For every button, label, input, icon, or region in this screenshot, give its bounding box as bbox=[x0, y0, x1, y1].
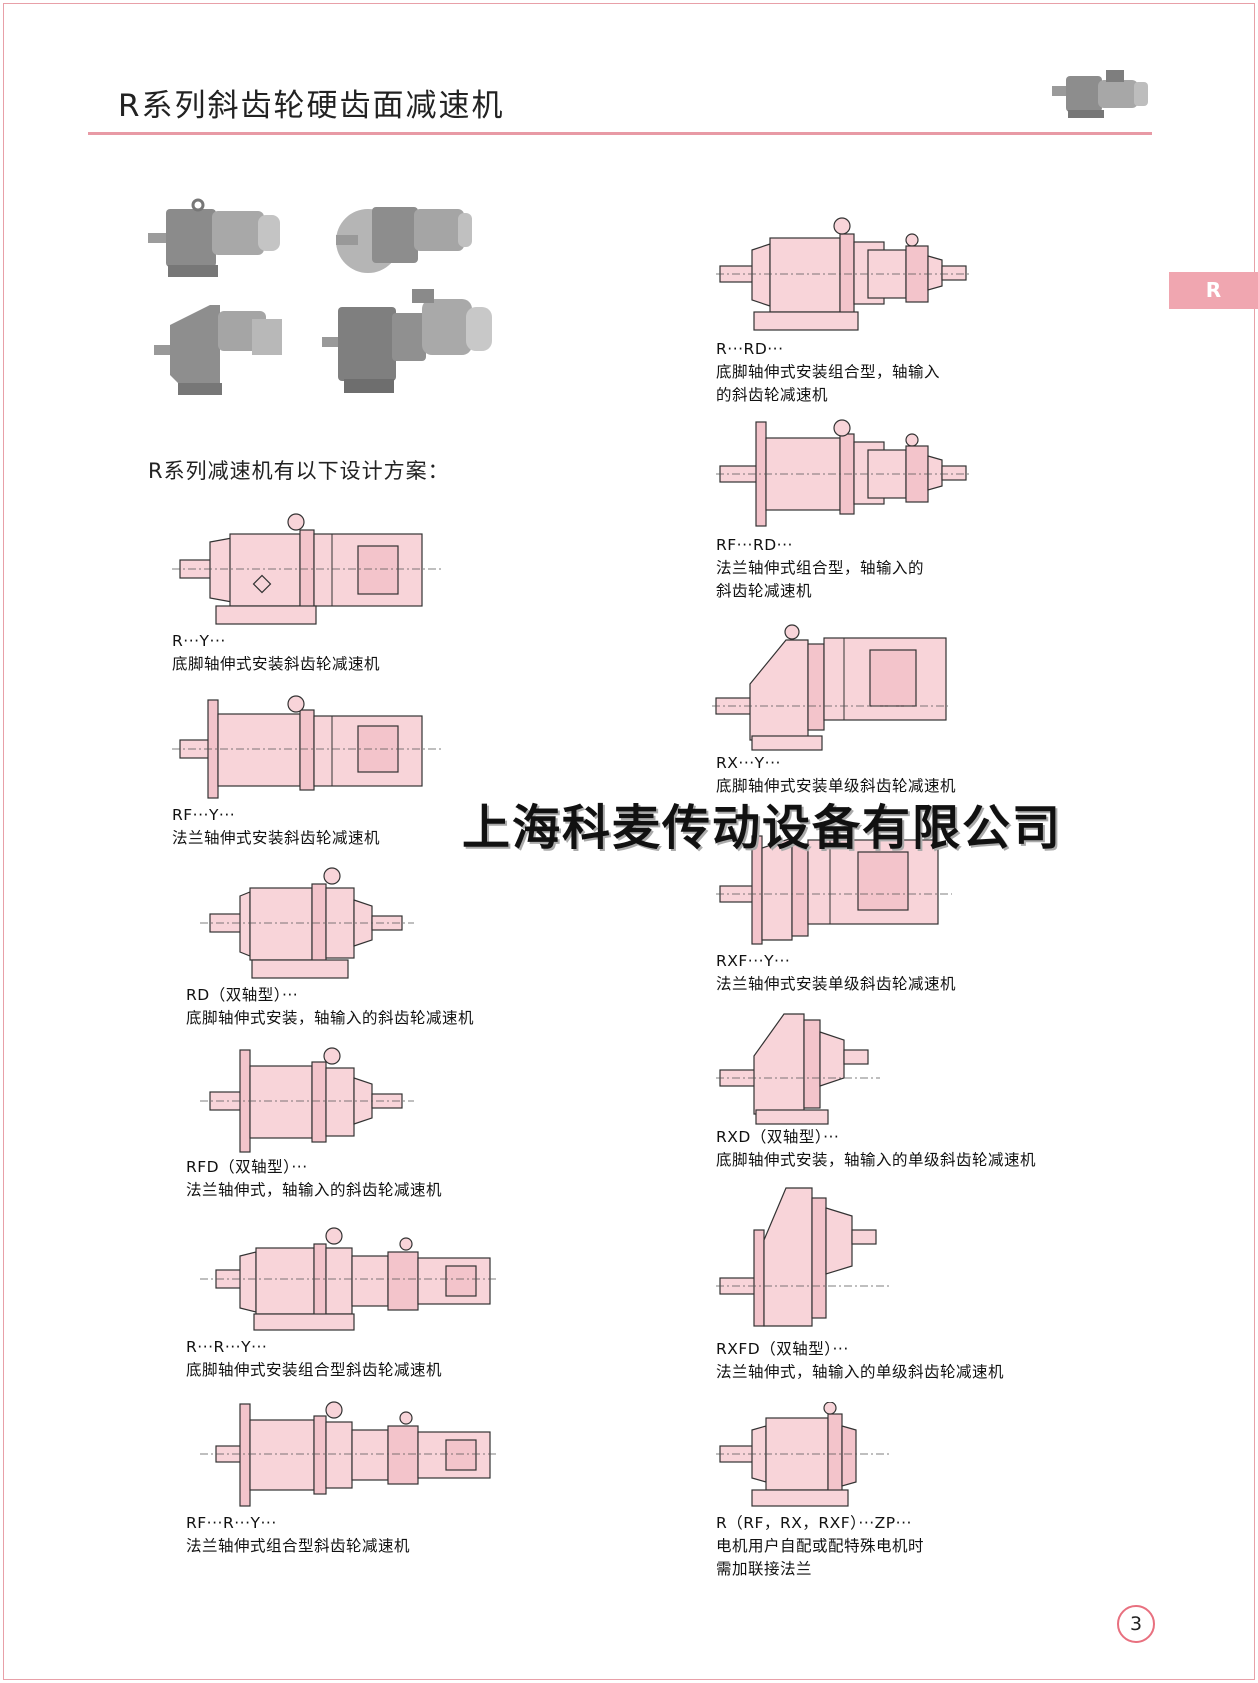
section-tab[interactable]: R bbox=[1169, 272, 1258, 309]
diagram-rx-y bbox=[712, 624, 948, 751]
caption-desc: 法兰轴伸式安装斜齿轮减速机 bbox=[172, 829, 381, 847]
caption-code: RFD（双轴型）··· bbox=[186, 1158, 308, 1176]
design-rf-r-y: RF···R···Y··· 法兰轴伸式组合型斜齿轮减速机 bbox=[186, 1400, 500, 1558]
diagram-r-y bbox=[172, 513, 442, 625]
diagram-rxfd bbox=[716, 1187, 892, 1327]
caption-code: RX···Y··· bbox=[716, 754, 781, 772]
design-rfd: RFD（双轴型）··· 法兰轴伸式，轴输入的斜齿轮减速机 bbox=[186, 1046, 442, 1202]
caption-desc: 底脚轴伸式安装组合型，轴输入 bbox=[716, 363, 941, 381]
caption-code: RXFD（双轴型）··· bbox=[716, 1340, 849, 1358]
diagram-rxd bbox=[716, 1013, 880, 1125]
design-rx-y: RX···Y··· 底脚轴伸式安装单级斜齿轮减速机 bbox=[712, 624, 956, 798]
header-product-image bbox=[1052, 70, 1148, 118]
caption-desc: 底脚轴伸式安装，轴输入的单级斜齿轮减速机 bbox=[716, 1151, 1037, 1169]
caption-desc: 需加联接法兰 bbox=[716, 1560, 813, 1578]
title-rule bbox=[88, 132, 1152, 135]
photo-combined-reducer bbox=[322, 289, 492, 393]
page-border bbox=[3, 3, 1255, 1680]
design-rd: RD（双轴型）··· 底脚轴伸式安装，轴输入的斜齿轮减速机 bbox=[186, 866, 474, 1030]
design-rxf-y: RXF···Y··· 法兰轴伸式安装单级斜齿轮减速机 bbox=[716, 828, 956, 996]
design-r-rd: R···RD··· 底脚轴伸式安装组合型，轴输入 的斜齿轮减速机 bbox=[716, 216, 976, 407]
caption-desc: 法兰轴伸式，轴输入的单级斜齿轮减速机 bbox=[716, 1363, 1005, 1381]
intro-text: R系列减速机有以下设计方案： bbox=[148, 459, 450, 483]
caption-code: RF···R···Y··· bbox=[186, 1514, 277, 1532]
product-photos bbox=[148, 198, 492, 395]
caption-code: RF···RD··· bbox=[716, 536, 793, 554]
caption-desc: 底脚轴伸式安装单级斜齿轮减速机 bbox=[716, 777, 957, 795]
page-number: 3 bbox=[1117, 1605, 1155, 1643]
caption-desc: 电机用户自配或配特殊电机时 bbox=[716, 1537, 925, 1555]
caption-desc: 底脚轴伸式安装组合型斜齿轮减速机 bbox=[186, 1361, 443, 1379]
caption-code: R···R···Y··· bbox=[186, 1338, 268, 1356]
page-title: R系列斜齿轮硬齿面减速机 bbox=[118, 88, 505, 124]
caption-code: RXD（双轴型）··· bbox=[716, 1128, 840, 1146]
diagram-rfd bbox=[200, 1047, 414, 1153]
diagram-r-r-y bbox=[200, 1227, 496, 1331]
diagram-rxf-y bbox=[716, 835, 952, 945]
design-r-zp: R（RF，RX，RXF）···ZP··· 电机用户自配或配特殊电机时 需加联接法… bbox=[716, 1402, 924, 1581]
design-rf-y: RF···Y··· 法兰轴伸式安装斜齿轮减速机 bbox=[172, 694, 452, 850]
photo-flange-mounted-reducer bbox=[336, 207, 472, 273]
diagram-r-rd bbox=[716, 217, 972, 331]
diagram-rf-rd bbox=[716, 419, 972, 527]
caption-desc: 法兰轴伸式，轴输入的斜齿轮减速机 bbox=[186, 1181, 443, 1199]
caption-desc: 法兰轴伸式组合型斜齿轮减速机 bbox=[186, 1537, 411, 1555]
caption-code: R（RF，RX，RXF）···ZP··· bbox=[716, 1514, 912, 1532]
caption-code: RD（双轴型）··· bbox=[186, 986, 299, 1004]
caption-code: RXF···Y··· bbox=[716, 952, 791, 970]
design-rxfd: RXFD（双轴型）··· 法兰轴伸式，轴输入的单级斜齿轮减速机 bbox=[716, 1180, 1004, 1384]
photo-single-stage-reducer bbox=[154, 305, 282, 395]
photo-foot-mounted-reducer bbox=[148, 198, 280, 277]
diagram-rf-r-y bbox=[200, 1401, 496, 1507]
design-rf-rd: RF···RD··· 法兰轴伸式组合型，轴输入的 斜齿轮减速机 bbox=[716, 418, 976, 603]
caption-desc: 斜齿轮减速机 bbox=[716, 582, 813, 600]
design-r-y: R···Y··· 底脚轴伸式安装斜齿轮减速机 bbox=[172, 512, 452, 676]
design-rxd: RXD（双轴型）··· 底脚轴伸式安装，轴输入的单级斜齿轮减速机 bbox=[716, 1006, 1036, 1172]
caption-desc: 法兰轴伸式组合型，轴输入的 bbox=[716, 559, 925, 577]
caption-code: R···RD··· bbox=[716, 340, 784, 358]
design-r-r-y: R···R···Y··· 底脚轴伸式安装组合型斜齿轮减速机 bbox=[186, 1226, 500, 1382]
diagram-rd bbox=[200, 867, 414, 979]
caption-code: RF···Y··· bbox=[172, 806, 236, 824]
caption-code: R···Y··· bbox=[172, 632, 226, 650]
caption-desc: 底脚轴伸式安装，轴输入的斜齿轮减速机 bbox=[186, 1009, 475, 1027]
caption-desc: 法兰轴伸式安装单级斜齿轮减速机 bbox=[716, 975, 957, 993]
diagram-r-zp bbox=[716, 1402, 892, 1507]
caption-desc: 底脚轴伸式安装斜齿轮减速机 bbox=[172, 655, 381, 673]
company-watermark: 上海科麦传动设备有限公司 bbox=[462, 800, 1063, 856]
caption-desc: 的斜齿轮减速机 bbox=[716, 386, 829, 404]
diagram-rf-y bbox=[172, 695, 442, 799]
